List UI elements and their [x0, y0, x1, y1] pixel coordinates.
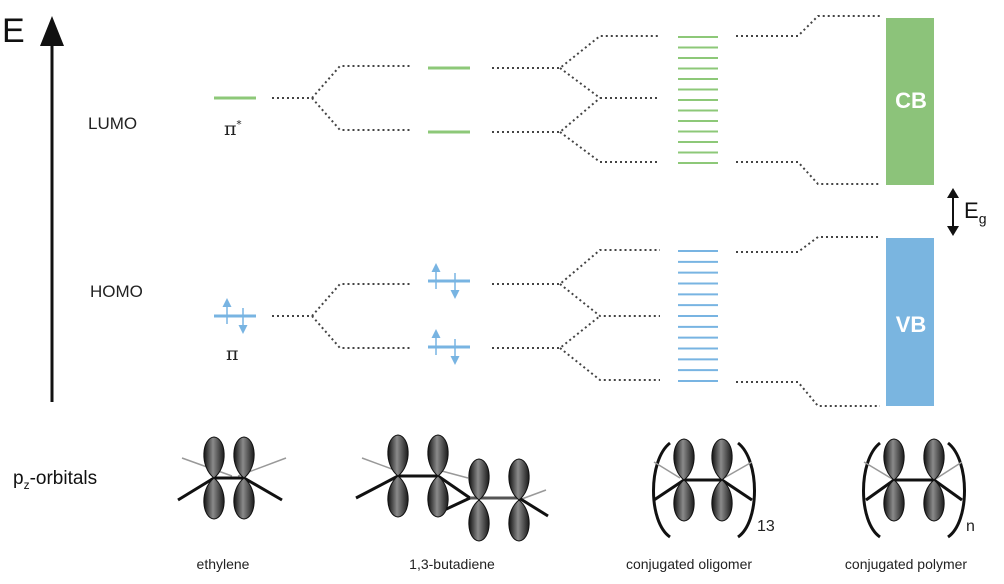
- pz-subscript: z: [23, 477, 30, 492]
- band-gap-arrow-icon: [947, 188, 959, 236]
- cb-label: CB: [895, 88, 927, 113]
- connectors-ethylene-butadiene: [272, 65, 412, 349]
- oligomer-repeat-subscript: 13: [757, 518, 775, 535]
- molecule-label-butadiene: 1,3-butadiene: [409, 556, 495, 572]
- electron-pair-icon: [431, 329, 460, 365]
- ethylene-orbitals-icon: [177, 436, 287, 520]
- homo-label: HOMO: [90, 282, 143, 301]
- valence-band: [886, 238, 934, 406]
- oligomer-lumo-levels: [678, 36, 718, 164]
- connectors-butadiene-oligomer: [492, 35, 660, 381]
- vb-label: VB: [895, 312, 927, 337]
- oligomer-orbitals-icon: [652, 438, 756, 539]
- conduction-band: [886, 18, 934, 185]
- pi-star-label: π*: [224, 118, 242, 140]
- polymer-orbitals-icon: [862, 438, 966, 539]
- connectors-oligomer-polymer: [736, 15, 880, 407]
- band-gap-subscript: g: [978, 210, 987, 227]
- molecule-label-oligomer: conjugated oligomer: [625, 556, 753, 572]
- pi-star-superscript: *: [236, 119, 242, 131]
- molecule-label-ethylene: ethylene: [196, 556, 250, 572]
- band-gap-symbol: E: [964, 198, 979, 223]
- pi-star-symbol: π: [224, 118, 237, 140]
- electron-pair-icon: [431, 263, 460, 299]
- oligomer-homo-levels: [678, 250, 718, 382]
- electron-pair-icon: [222, 298, 248, 334]
- ethylene-levels: [214, 96, 256, 334]
- energy-axis-label: E: [2, 12, 25, 50]
- butadiene-orbitals-icon: [355, 434, 549, 542]
- pi-label: π: [226, 343, 239, 365]
- lumo-label: LUMO: [88, 114, 138, 133]
- band-gap-label: Eg: [964, 198, 986, 226]
- pz-suffix: -orbitals: [29, 468, 98, 489]
- butadiene-levels: [428, 66, 470, 365]
- energy-axis: [40, 16, 64, 402]
- molecule-label-polymer: conjugated polymer: [844, 556, 968, 572]
- pz-symbol: p: [13, 468, 24, 489]
- polymer-repeat-subscript: n: [966, 518, 975, 535]
- pz-orbitals-label: pz-orbitals: [13, 468, 97, 492]
